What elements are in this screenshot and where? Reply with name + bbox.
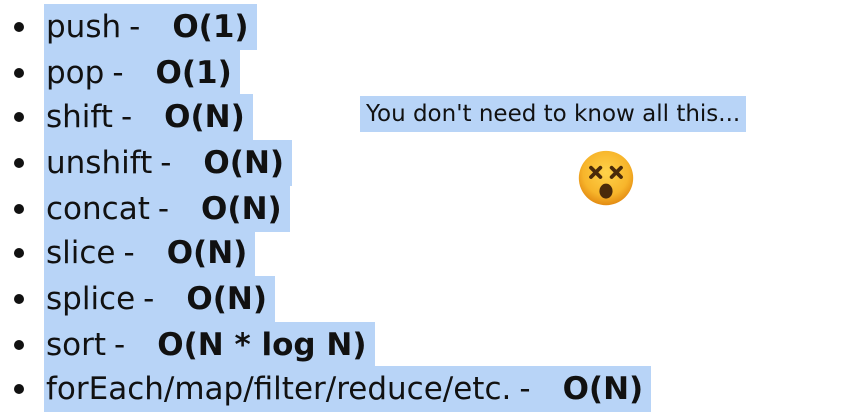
dizzy-face-icon	[578, 150, 634, 206]
bullet-icon	[14, 384, 24, 394]
separator: -	[120, 98, 133, 135]
complexity-label: O(N)	[203, 144, 285, 181]
method-name: slice	[46, 234, 116, 271]
complexity-label: O(N)	[164, 98, 245, 135]
complexity-label: O(N)	[562, 370, 644, 407]
bullet-icon	[14, 340, 24, 350]
list-item-shift: shift - O(N)	[0, 94, 253, 140]
bullet-icon	[14, 294, 24, 304]
list-item-slice: slice - O(N)	[0, 230, 256, 276]
list-item-foreach-map-filter-reduce: forEach/map/filter/reduce/etc. - O(N)	[0, 366, 652, 412]
method-name: concat	[46, 190, 150, 227]
list-item-pop: pop - O(1)	[0, 50, 240, 96]
complexity-label: O(1)	[172, 8, 249, 45]
complexity-label: O(N)	[201, 190, 282, 227]
method-name: forEach/map/filter/reduce/etc.	[46, 370, 512, 407]
list-item-concat: concat - O(N)	[0, 186, 290, 232]
list-item-sort: sort - O(N * log N)	[0, 322, 375, 368]
complexity-label: O(N)	[166, 234, 248, 271]
complexity-label: O(N)	[186, 280, 267, 317]
separator: -	[129, 8, 141, 45]
bullet-icon	[14, 248, 24, 258]
highlighted-text: unshift - O(N)	[44, 140, 293, 186]
separator: -	[143, 280, 155, 317]
highlighted-text: shift - O(N)	[44, 94, 253, 140]
method-name: unshift	[46, 144, 153, 181]
method-name: sort	[46, 326, 107, 363]
list-item-unshift: unshift - O(N)	[0, 140, 293, 186]
highlighted-text: pop - O(1)	[44, 50, 240, 96]
list-item-splice: splice - O(N)	[0, 276, 275, 322]
method-name: splice	[46, 280, 136, 317]
complexity-label: O(N * log N)	[157, 326, 367, 363]
separator: -	[123, 234, 135, 271]
highlighted-text: slice - O(N)	[44, 230, 256, 276]
bullet-icon	[14, 158, 24, 168]
highlighted-text: sort - O(N * log N)	[44, 322, 375, 368]
bullet-icon	[14, 68, 24, 78]
separator: -	[114, 326, 126, 363]
highlighted-text: forEach/map/filter/reduce/etc. - O(N)	[44, 366, 652, 412]
highlighted-text: splice - O(N)	[44, 276, 275, 322]
separator: -	[160, 144, 172, 181]
bullet-icon	[14, 112, 24, 122]
bullet-icon	[14, 22, 24, 32]
highlighted-text: push - O(1)	[44, 4, 257, 50]
highlighted-text: concat - O(N)	[44, 186, 290, 232]
list-item-push: push - O(1)	[0, 4, 257, 50]
separator: -	[519, 370, 531, 407]
method-name: push	[46, 8, 122, 45]
separator: -	[157, 190, 170, 227]
bullet-icon	[14, 204, 24, 214]
separator: -	[112, 54, 124, 91]
note-text: You don't need to know all this...	[360, 96, 747, 132]
complexity-label: O(1)	[155, 54, 232, 91]
method-name: shift	[46, 98, 113, 135]
method-name: pop	[46, 54, 105, 91]
